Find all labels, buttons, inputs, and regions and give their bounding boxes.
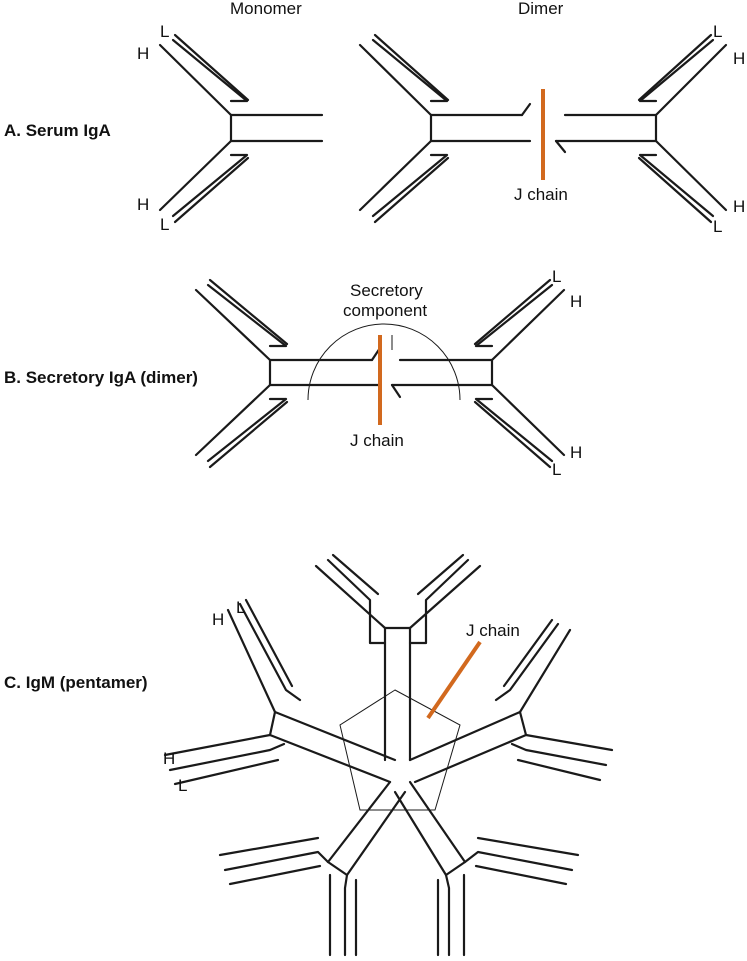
igm-monomer-upper-right (408, 618, 614, 784)
c-label-l-top: L (236, 598, 245, 617)
secretory-label-1: Secretory (350, 281, 423, 300)
j-chain-label-b: J chain (350, 431, 404, 450)
dimer-label-l-top: L (713, 22, 722, 41)
dimer-heading: Dimer (518, 0, 564, 18)
j-chain-label-c: J chain (466, 621, 520, 640)
igm-monomer-top (314, 553, 482, 762)
igm-pentamer: H L H L J chai (163, 553, 614, 957)
dimer-label-h-top: H (733, 49, 745, 68)
c-label-h-bottom: H (163, 749, 175, 768)
c-label-h-top: H (212, 610, 224, 629)
section-b-title: B. Secretory IgA (dimer) (4, 368, 198, 387)
serum-iga-dimer: J chain L H H L (358, 22, 745, 236)
c-label-l-bottom: L (178, 776, 187, 795)
j-chain-label-a: J chain (514, 185, 568, 204)
dimer-label-l-bottom: L (713, 217, 722, 236)
b-label-l-bottom: L (552, 460, 561, 479)
igm-monomer-lower-right (393, 780, 580, 957)
b-label-h-bottom: H (570, 443, 582, 462)
b-label-l-top: L (552, 267, 561, 286)
igm-monomer-upper-left: H L H L (163, 598, 397, 795)
j-chain-bar-c (426, 640, 482, 720)
secretory-component-arc (307, 323, 461, 401)
label-h-top: H (137, 44, 149, 63)
section-c-title: C. IgM (pentamer) (4, 673, 148, 692)
label-l-bottom: L (160, 215, 169, 234)
serum-iga-monomer: L H H L (137, 22, 324, 234)
label-h-bottom: H (137, 195, 149, 214)
b-label-h-top: H (570, 292, 582, 311)
dimer-label-h-bottom: H (733, 197, 745, 216)
section-a-title: A. Serum IgA (4, 121, 111, 140)
label-l-top: L (160, 22, 169, 41)
secretory-iga: Secretory component J chain L H H L (194, 267, 582, 479)
secretory-label-2: component (343, 301, 427, 320)
igm-monomer-lower-left (218, 780, 407, 957)
pentamer-core (339, 689, 461, 811)
monomer-heading: Monomer (230, 0, 302, 18)
